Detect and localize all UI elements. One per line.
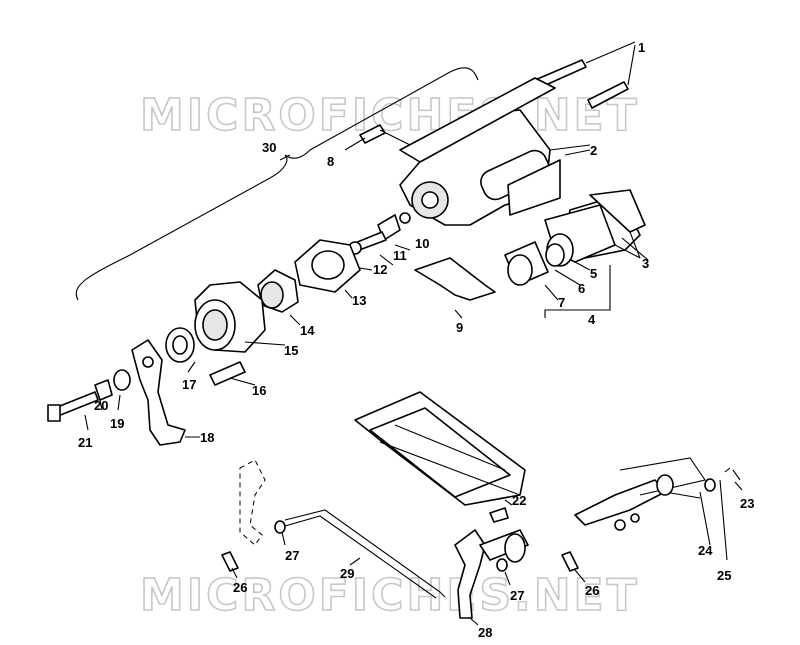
callout-14: 14 xyxy=(300,323,315,338)
callout-16: 16 xyxy=(252,383,266,398)
callout-18: 18 xyxy=(200,430,214,445)
callout-21: 21 xyxy=(78,435,92,450)
brake-pedal-28 xyxy=(454,529,529,619)
piston-seal-5-6-7 xyxy=(504,233,574,286)
gasket-13 xyxy=(294,239,361,293)
callout-22: 22 xyxy=(512,493,526,508)
plate-9 xyxy=(414,257,496,301)
callout-26-left: 26 xyxy=(233,580,247,595)
hardware-19-20-21 xyxy=(47,369,131,422)
callout-7: 7 xyxy=(558,295,565,310)
callout-8: 8 xyxy=(327,154,334,169)
caliper-body-2 xyxy=(399,77,591,226)
cam-14 xyxy=(257,269,299,313)
leader-lines xyxy=(84,137,743,626)
brake-pads-3 xyxy=(544,189,646,263)
callout-28: 28 xyxy=(478,625,492,640)
callout-11: 11 xyxy=(393,248,407,263)
rod-29 xyxy=(284,509,446,598)
callout-15: 15 xyxy=(284,343,298,358)
washer-27-left xyxy=(274,520,286,534)
callout-3: 3 xyxy=(642,256,649,271)
pin-22 xyxy=(489,507,509,523)
callout-23: 23 xyxy=(740,496,754,511)
callout-10: 10 xyxy=(415,236,429,251)
brace-30 xyxy=(75,67,479,301)
callout-26-right: 26 xyxy=(585,583,599,598)
cotter-pin-26-left xyxy=(221,551,239,572)
callout-13: 13 xyxy=(352,293,366,308)
callout-1: 1 xyxy=(638,40,645,55)
callout-6: 6 xyxy=(578,281,585,296)
cotter-pin-26-right xyxy=(561,551,579,572)
bracket-4 xyxy=(544,265,611,318)
bolt-16 xyxy=(209,361,246,386)
callout-19: 19 xyxy=(110,416,124,431)
footrest-frame xyxy=(354,391,526,506)
parts-10-11-12 xyxy=(348,212,411,255)
callout-4: 4 xyxy=(588,312,596,327)
callout-25: 25 xyxy=(717,568,731,583)
mount-bracket-dashed xyxy=(239,459,266,546)
housing-15 xyxy=(194,281,266,353)
callout-27-left: 27 xyxy=(285,548,299,563)
callout-12: 12 xyxy=(373,262,387,277)
callout-30: 30 xyxy=(262,140,276,155)
washer-27-right xyxy=(496,558,508,572)
washer-17 xyxy=(165,327,195,363)
watermark-bottom: MICROFICHES.NET xyxy=(140,570,640,621)
pins-1 xyxy=(534,41,636,109)
callout-27-right: 27 xyxy=(510,588,524,603)
callout-17: 17 xyxy=(182,377,196,392)
right-footrest xyxy=(574,457,741,531)
callout-20: 20 xyxy=(94,398,108,413)
callout-2: 2 xyxy=(590,143,597,158)
watermark-top: MICROFICHES.NET xyxy=(140,90,640,141)
callout-9: 9 xyxy=(456,320,463,335)
callout-24: 24 xyxy=(698,543,713,558)
bolt-8 xyxy=(359,124,411,146)
callout-5: 5 xyxy=(590,266,597,281)
callout-29: 29 xyxy=(340,566,354,581)
